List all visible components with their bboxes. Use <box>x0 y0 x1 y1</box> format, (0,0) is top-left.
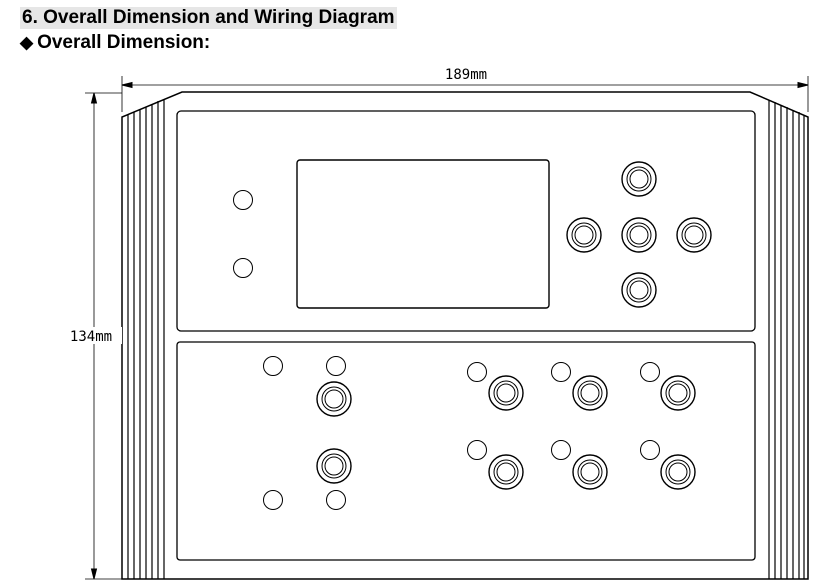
indicator-led <box>551 362 571 382</box>
indicator-led <box>263 490 283 510</box>
subsection-title: Overall Dimension: <box>37 32 211 53</box>
indicator-led <box>326 490 346 510</box>
control-button <box>316 381 352 417</box>
left-cooling-fins <box>127 99 165 579</box>
lcd-screen <box>296 159 550 309</box>
subsection-heading: ◆Overall Dimension: <box>20 32 210 54</box>
nav-button-up <box>621 161 657 197</box>
control-button <box>488 454 524 490</box>
nav-button-down <box>621 272 657 308</box>
indicator-led <box>467 440 487 460</box>
upper-panel <box>176 110 756 332</box>
indicator-led <box>233 258 253 278</box>
height-dimension-label: 134mm <box>70 329 112 345</box>
right-cooling-fins <box>768 100 805 579</box>
control-button <box>660 454 696 490</box>
control-button <box>316 448 352 484</box>
control-button <box>572 375 608 411</box>
nav-button-right <box>676 217 712 253</box>
control-button <box>488 375 524 411</box>
indicator-led <box>640 362 660 382</box>
nav-button-center <box>621 217 657 253</box>
control-button <box>572 454 608 490</box>
housing-outline <box>121 91 809 580</box>
indicator-led <box>551 440 571 460</box>
indicator-led <box>640 440 660 460</box>
indicator-led <box>263 356 283 376</box>
nav-button-left <box>566 217 602 253</box>
control-button <box>660 375 696 411</box>
indicator-led <box>233 190 253 210</box>
indicator-led <box>467 362 487 382</box>
width-dimension-label: 189mm <box>445 67 487 83</box>
diamond-bullet-icon: ◆ <box>20 33 34 52</box>
lower-panel <box>176 341 756 561</box>
section-title: 6. Overall Dimension and Wiring Diagram <box>20 7 397 29</box>
width-dimension <box>121 76 809 112</box>
indicator-led <box>326 356 346 376</box>
